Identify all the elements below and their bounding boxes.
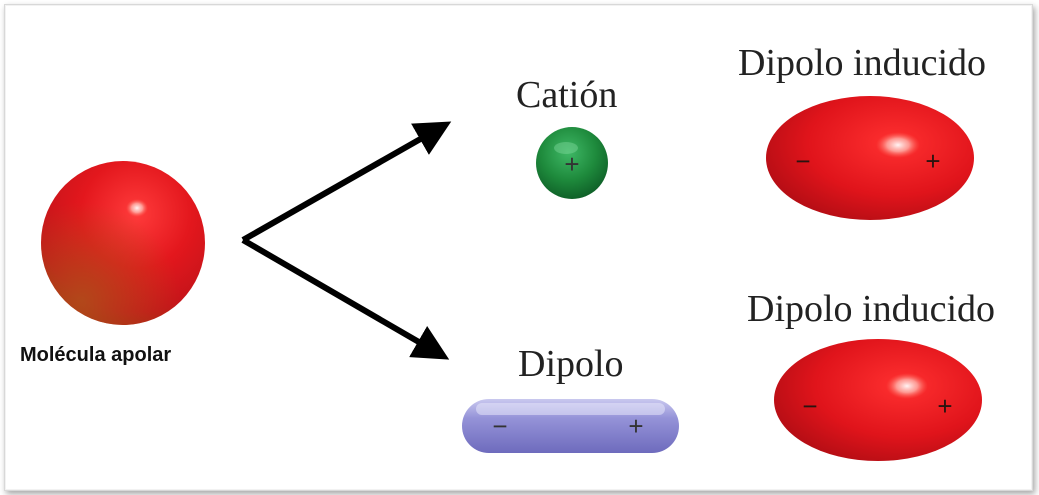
dipole-minus-sign: − <box>492 411 507 441</box>
top-minus-sign: − <box>795 146 810 176</box>
bottom-plus-sign: + <box>937 391 952 421</box>
induced-dipole-top-label: Dipolo inducido <box>738 42 987 84</box>
dipole-label: Dipolo <box>518 343 624 385</box>
bottom-minus-sign: − <box>802 391 817 421</box>
dipole-plus-sign: + <box>628 411 643 441</box>
induced-dipole-bottom-ellipse: − + <box>774 339 982 461</box>
induced-dipole-bottom-label: Dipolo inducido <box>747 288 996 330</box>
arrow-to-dipole <box>241 237 450 360</box>
top-plus-sign: + <box>925 146 940 176</box>
nonpolar-molecule-label: Molécula apolar <box>20 344 172 366</box>
dipole-capsule: − + <box>462 399 679 453</box>
cation-sphere: + <box>536 127 608 199</box>
branch-arrows <box>241 121 452 360</box>
induced-dipole-top-ellipse: − + <box>766 96 974 220</box>
cation-plus-sign: + <box>564 149 579 179</box>
arrow-to-cation <box>241 121 452 243</box>
nonpolar-molecule-sphere <box>41 161 205 325</box>
cation-label: Catión <box>516 74 618 116</box>
